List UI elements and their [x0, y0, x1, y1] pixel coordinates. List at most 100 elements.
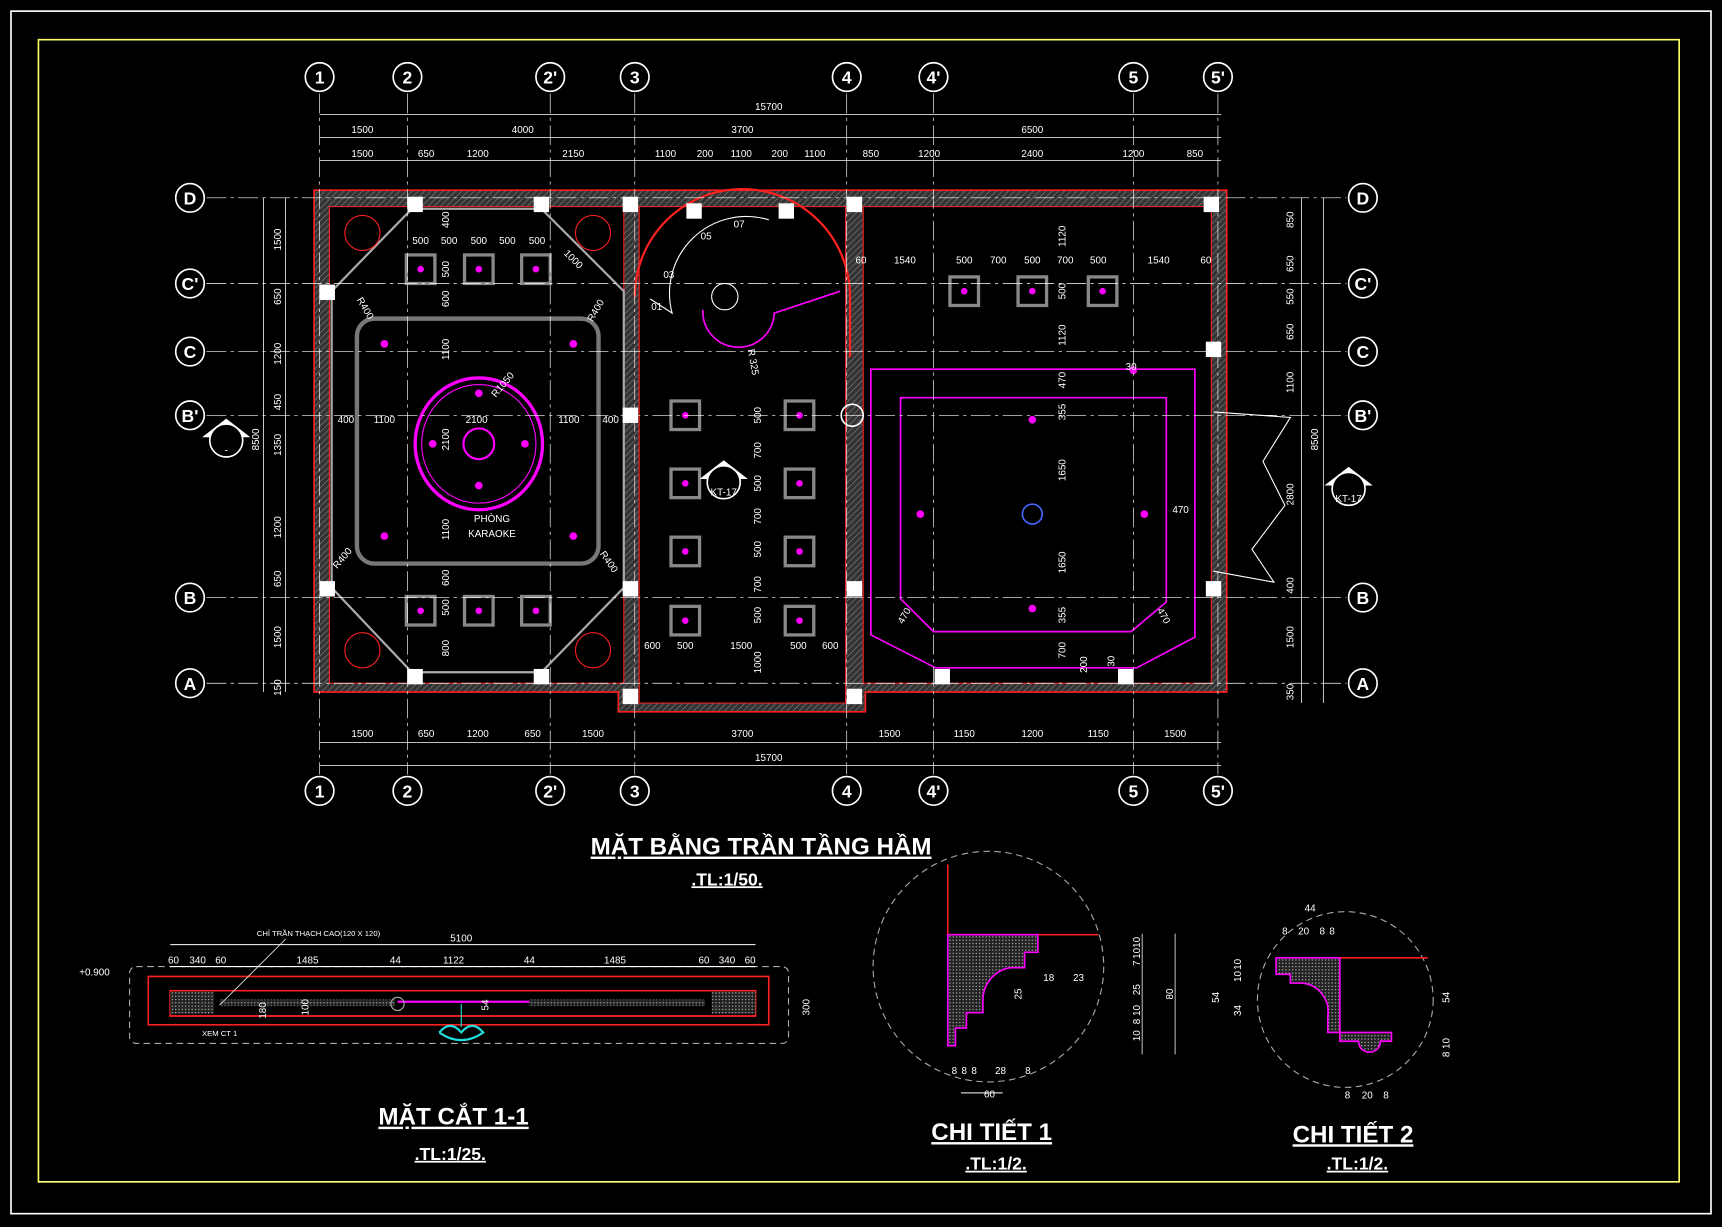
plan-dimension-label: 500 [499, 236, 516, 247]
grid-bubble [1118, 775, 1149, 806]
plan-dimension-label: 800 [441, 639, 452, 656]
ceiling-light-box [1016, 275, 1049, 308]
downlight-icon [1129, 366, 1138, 375]
column [622, 688, 639, 705]
plan-dimension-label: 600 [644, 641, 661, 652]
grid-bubble [619, 775, 650, 806]
plan-dimension-label: 500 [956, 256, 973, 267]
grid-label-column-3: 3 [630, 781, 640, 801]
grid-label-row-C: C [184, 342, 197, 362]
dim-left-row: 1500 [273, 626, 284, 648]
plan-dimension-label: 500 [1090, 256, 1107, 267]
plan-dimension-label: 500 [441, 236, 458, 247]
dim-top-row2: 1100 [655, 149, 677, 160]
section-marker-ref: KT-17 [711, 487, 737, 498]
ceiling-light-box [669, 604, 702, 637]
detail2-top-dim: 8 [1282, 927, 1288, 938]
ceiling-light-box [462, 594, 495, 627]
grid-label-column-4: 4 [842, 68, 852, 88]
column [778, 203, 795, 219]
downlight-icon [474, 481, 483, 490]
plan-dimension-label: 60 [856, 256, 867, 267]
dim-left-row: 450 [273, 393, 284, 410]
plan-dimension-label: 200 [1079, 656, 1090, 673]
column [1203, 196, 1220, 213]
detail1-bottom-dim: 8 [971, 1066, 977, 1077]
plan-dimension-label: 60 [1200, 256, 1211, 267]
dim-right-row: 350 [1286, 683, 1297, 700]
detail1-inner-dim: 23 [1073, 973, 1084, 984]
column [686, 203, 702, 219]
grid-label-column-2: 2 [403, 68, 413, 88]
dim-left-row: 650 [273, 570, 284, 587]
plan-dimension-label: 500 [471, 236, 488, 247]
plan-dimension-label: 500 [529, 236, 546, 247]
light-icon [532, 265, 540, 273]
room-name: PHÒNG [474, 514, 510, 525]
light-icon [681, 617, 689, 624]
detail2-left-dim: 10 [1233, 958, 1244, 969]
plan-dimension-label: 1100 [441, 518, 452, 540]
detail2-left-dim: 34 [1233, 1005, 1244, 1016]
stair-step-label: 01 [651, 302, 662, 313]
dim-left-row: 150 [273, 679, 284, 696]
light-icon [417, 265, 424, 273]
detail1-scale: .TL:1/2. [965, 1154, 1026, 1174]
downlight-icon [1028, 415, 1037, 424]
detail2-top-dim: 8 [1329, 927, 1335, 938]
dim-bottom-row: 1150 [954, 729, 976, 740]
dim-bottom-row: 650 [524, 729, 541, 740]
dim-bottom-row: 3700 [731, 729, 753, 740]
grid-label-column-4': 4' [927, 68, 941, 88]
detail2-bottom-dim: 8 [1383, 1090, 1389, 1101]
downlight-icon [1028, 604, 1037, 613]
plan-dimension-label: 500 [753, 606, 764, 623]
dim-top-row2: 1200 [467, 149, 489, 160]
dim-left-row: 1350 [273, 433, 284, 455]
plan-dimension-label: 1650 [1057, 551, 1068, 573]
detail2-title: CHI TIẾT 2 [1293, 1120, 1414, 1148]
light-icon [796, 480, 803, 487]
plan-dimension-label: 500 [441, 599, 452, 616]
main-title: MẶT BẰNG TRẦN TẦNG HẦM [591, 833, 932, 861]
plan-dimension-label: 1540 [894, 256, 916, 267]
dim-left-row: 1200 [273, 516, 284, 538]
dim-right-row: 650 [1286, 323, 1297, 340]
column [846, 196, 863, 213]
grid-bubble [174, 668, 206, 699]
dim-left-row: 1500 [273, 228, 284, 250]
plan-dimension-label: 500 [441, 260, 452, 277]
detail2-top-dim: 8 [1320, 927, 1326, 938]
ceiling-light-box [1086, 275, 1119, 308]
ceiling-light-box [783, 535, 816, 568]
dim-bottom-row: 1500 [582, 729, 604, 740]
grid-label-row-B: B [1357, 588, 1370, 608]
dim-left-total: 8500 [251, 428, 262, 450]
column [407, 196, 423, 213]
plan-dimension-label: 355 [1057, 403, 1068, 420]
grid-label-column-5': 5' [1211, 68, 1225, 88]
section-vertical-dim: 180 [258, 1002, 269, 1019]
section-ref-note: XEM CT 1 [202, 1029, 237, 1038]
dim-top-row2: 2400 [1021, 149, 1043, 160]
section-dim: 60 [698, 955, 709, 966]
column [407, 668, 423, 685]
grid-bubble [918, 61, 949, 93]
detail1-title: CHI TIẾT 1 [931, 1118, 1052, 1146]
dim-top-row2: 850 [1187, 149, 1204, 160]
section-dim: 44 [390, 955, 401, 966]
corner-arc [344, 214, 381, 252]
grid-label-column-5: 5 [1128, 68, 1138, 88]
grid-label-column-5': 5' [1211, 781, 1225, 801]
ceiling-light-box [404, 594, 437, 627]
column [533, 196, 550, 213]
column [622, 581, 639, 597]
grid-bubble [304, 775, 335, 806]
section-dim: 340 [189, 955, 206, 966]
grid-bubble [174, 400, 206, 431]
detail2-right-total: 54 [1442, 991, 1453, 1002]
section-scale: .TL:1/25. [415, 1144, 486, 1164]
